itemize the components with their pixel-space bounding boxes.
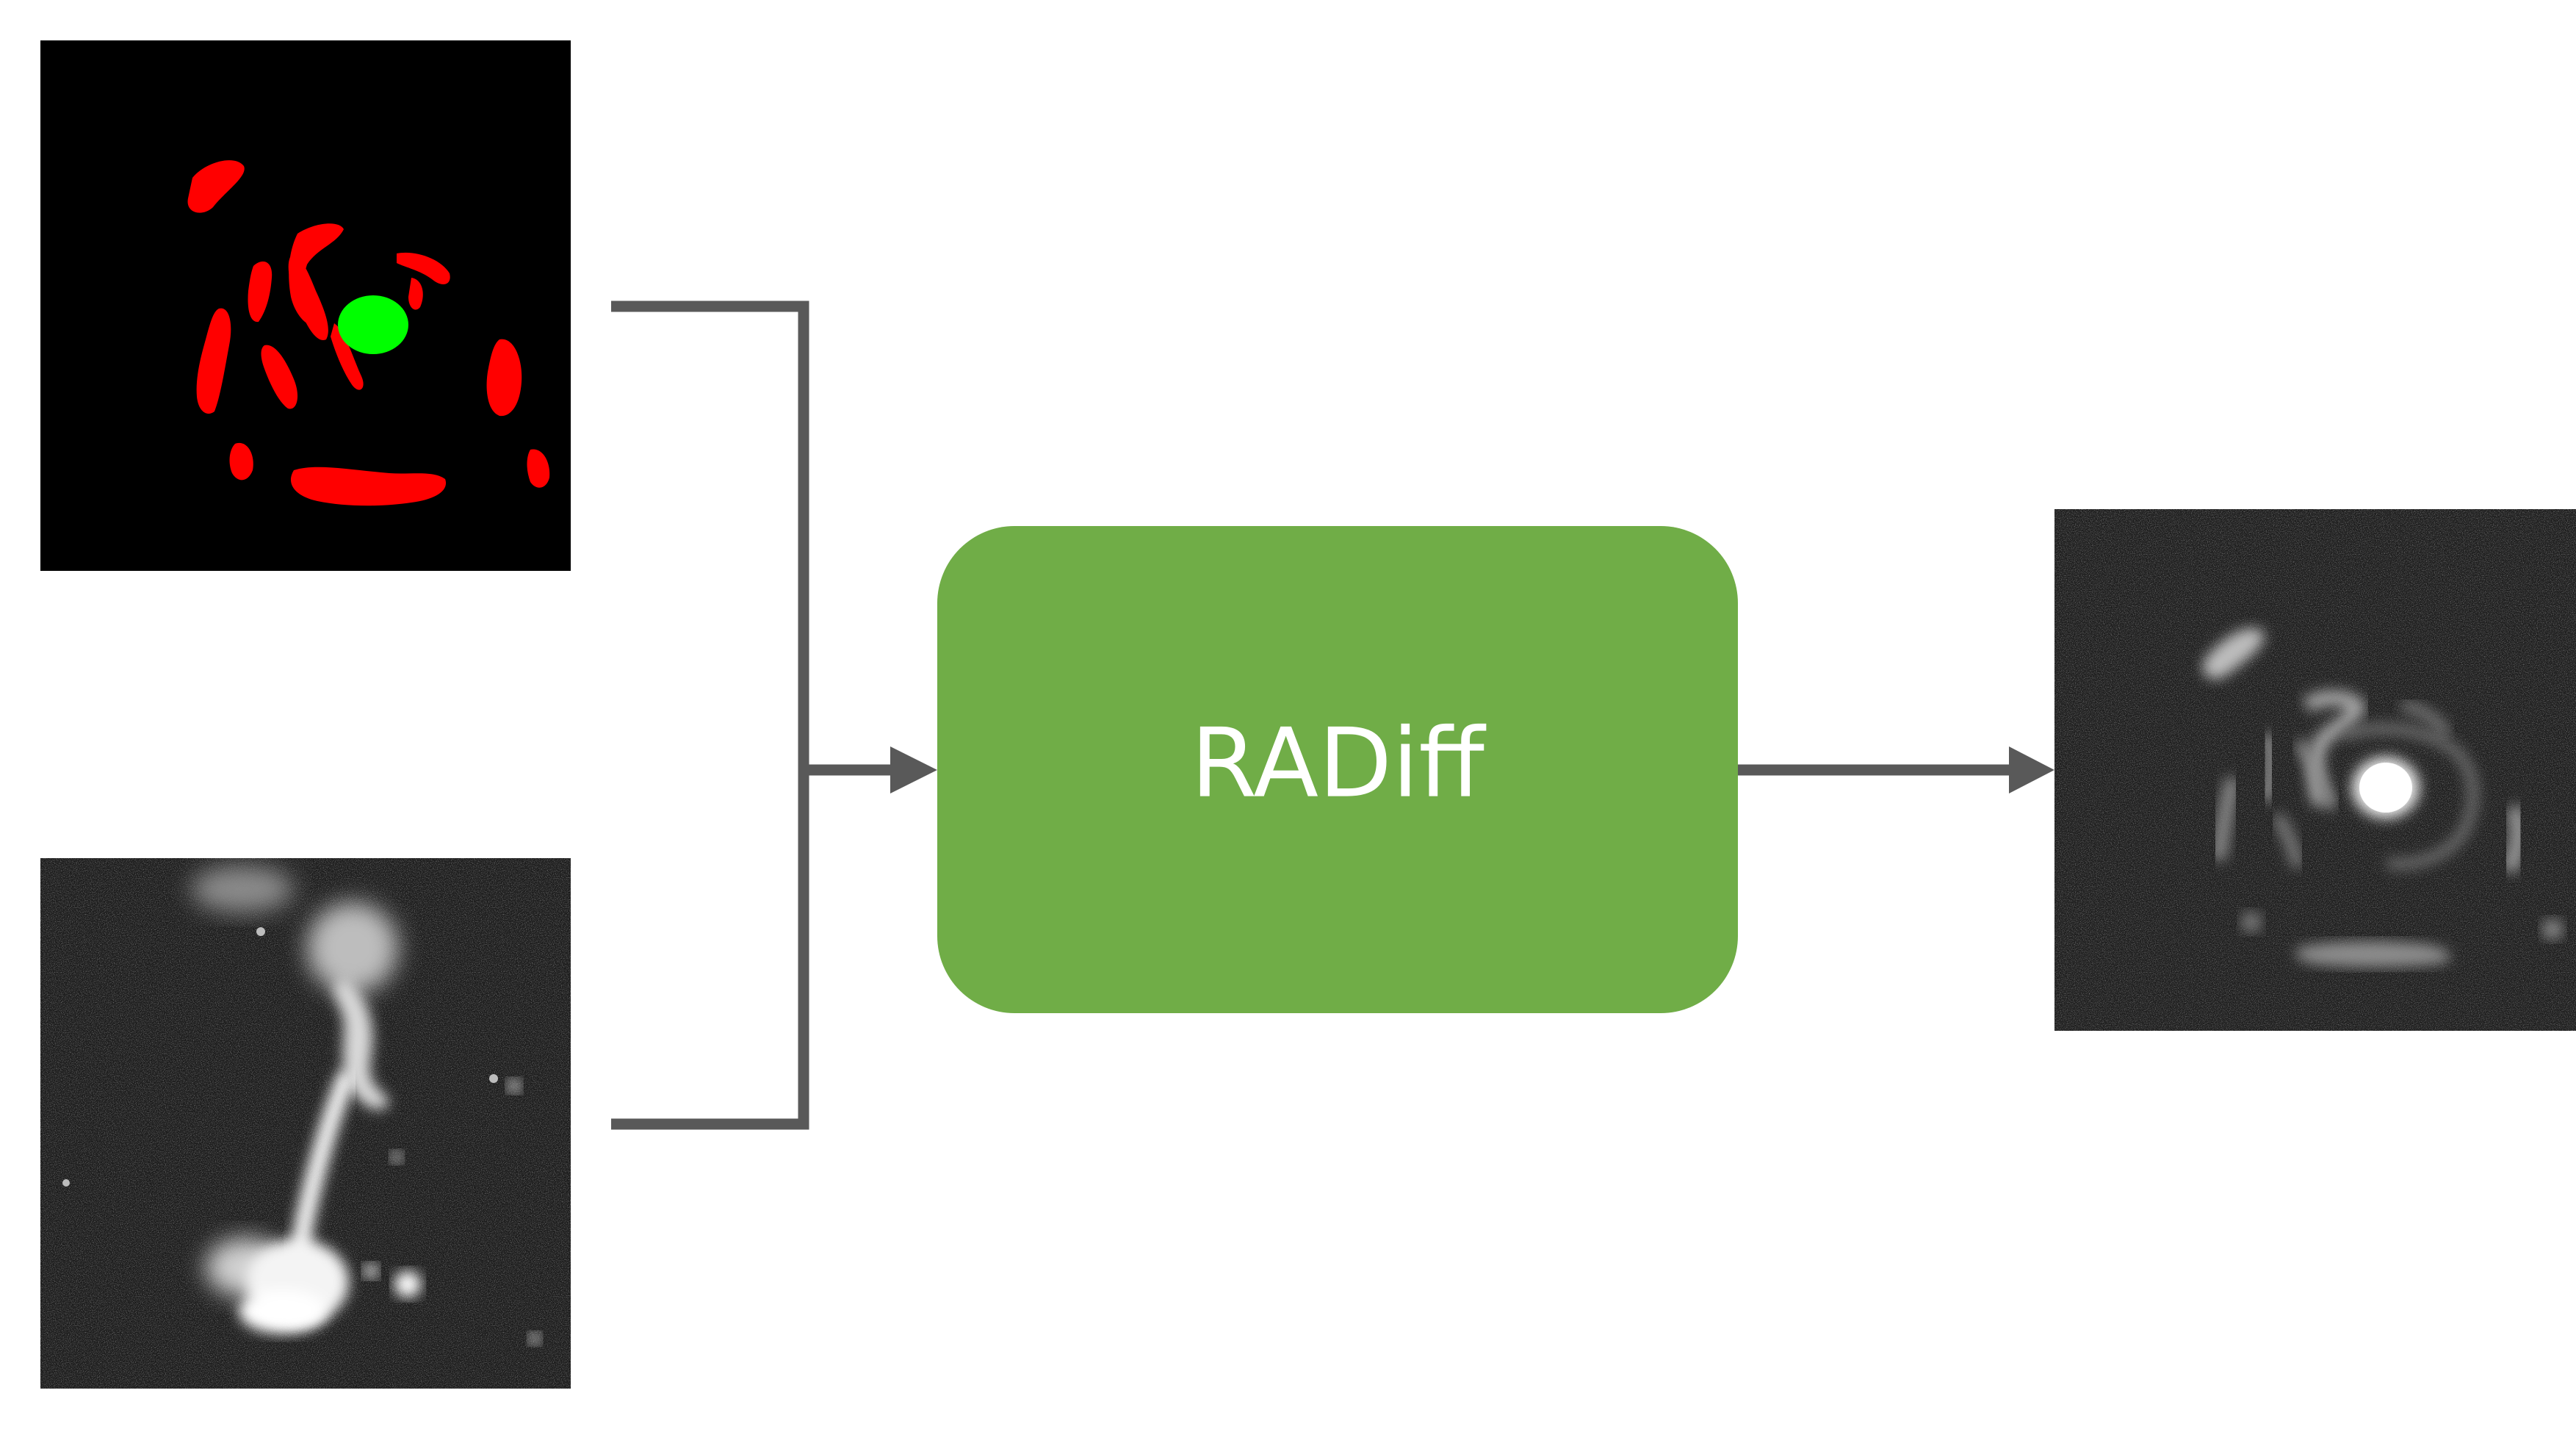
arrow-to-output-icon	[2009, 746, 2054, 793]
segmentation-mask-image	[40, 40, 571, 571]
model-label: RADiff	[1191, 708, 1487, 819]
arrow-to-model-icon	[890, 746, 937, 793]
model-box	[937, 526, 1738, 1013]
bottom-input-line	[611, 770, 809, 1130]
output-emission	[2203, 628, 2563, 968]
model-block: RADiff	[937, 526, 1738, 1013]
mask-red-regions	[187, 160, 550, 506]
mask-green-region	[338, 295, 408, 354]
radio-galaxy-image	[40, 858, 571, 1389]
top-input-line	[611, 300, 809, 770]
input-connector	[611, 300, 898, 1130]
generated-radio-image	[2054, 509, 2576, 1031]
galaxy-source-emission	[62, 865, 541, 1345]
